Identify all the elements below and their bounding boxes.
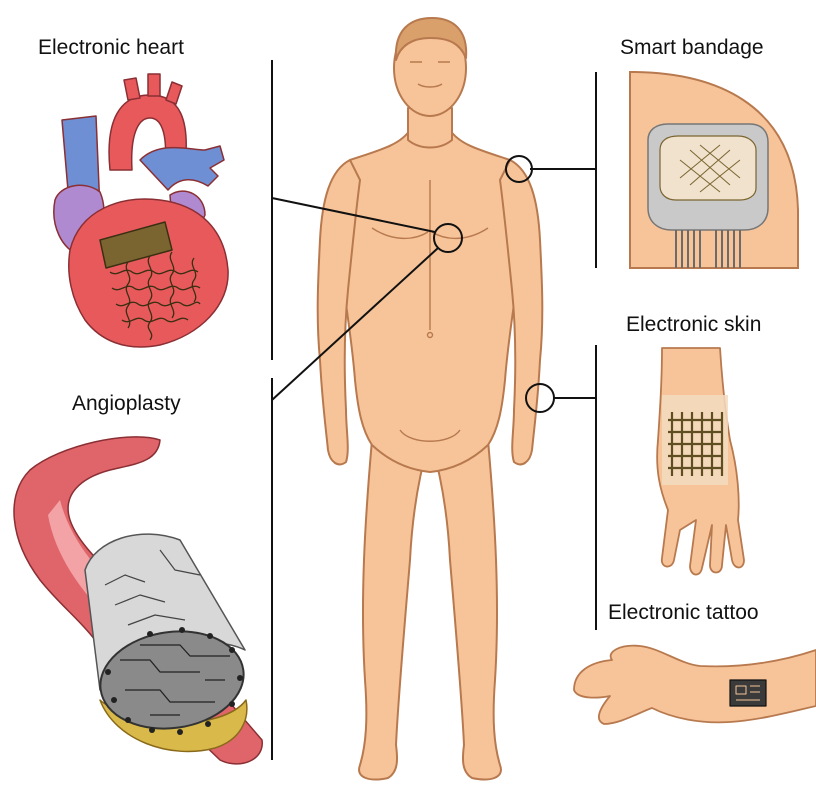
tattoo-hand-arm: [574, 646, 816, 724]
electronic-heart-illustration: [54, 74, 228, 347]
label-angioplasty: Angioplasty: [72, 392, 181, 416]
electronic-skin-illustration: [657, 348, 744, 575]
label-electronic-skin: Electronic skin: [626, 313, 761, 337]
right-leg: [432, 440, 501, 779]
label-electronic-heart: Electronic heart: [38, 36, 184, 60]
electronic-tattoo-illustration: [574, 646, 816, 724]
pulmonary-artery: [140, 146, 224, 190]
left-leg: [359, 440, 428, 779]
bandage-window: [660, 136, 756, 200]
smart-bandage-illustration: [630, 72, 798, 268]
label-electronic-tattoo: Electronic tattoo: [608, 601, 759, 625]
label-smart-bandage: Smart bandage: [620, 36, 764, 60]
angioplasty-illustration: [14, 437, 262, 764]
tattoo-chip: [730, 680, 766, 706]
human-body: [318, 18, 543, 779]
